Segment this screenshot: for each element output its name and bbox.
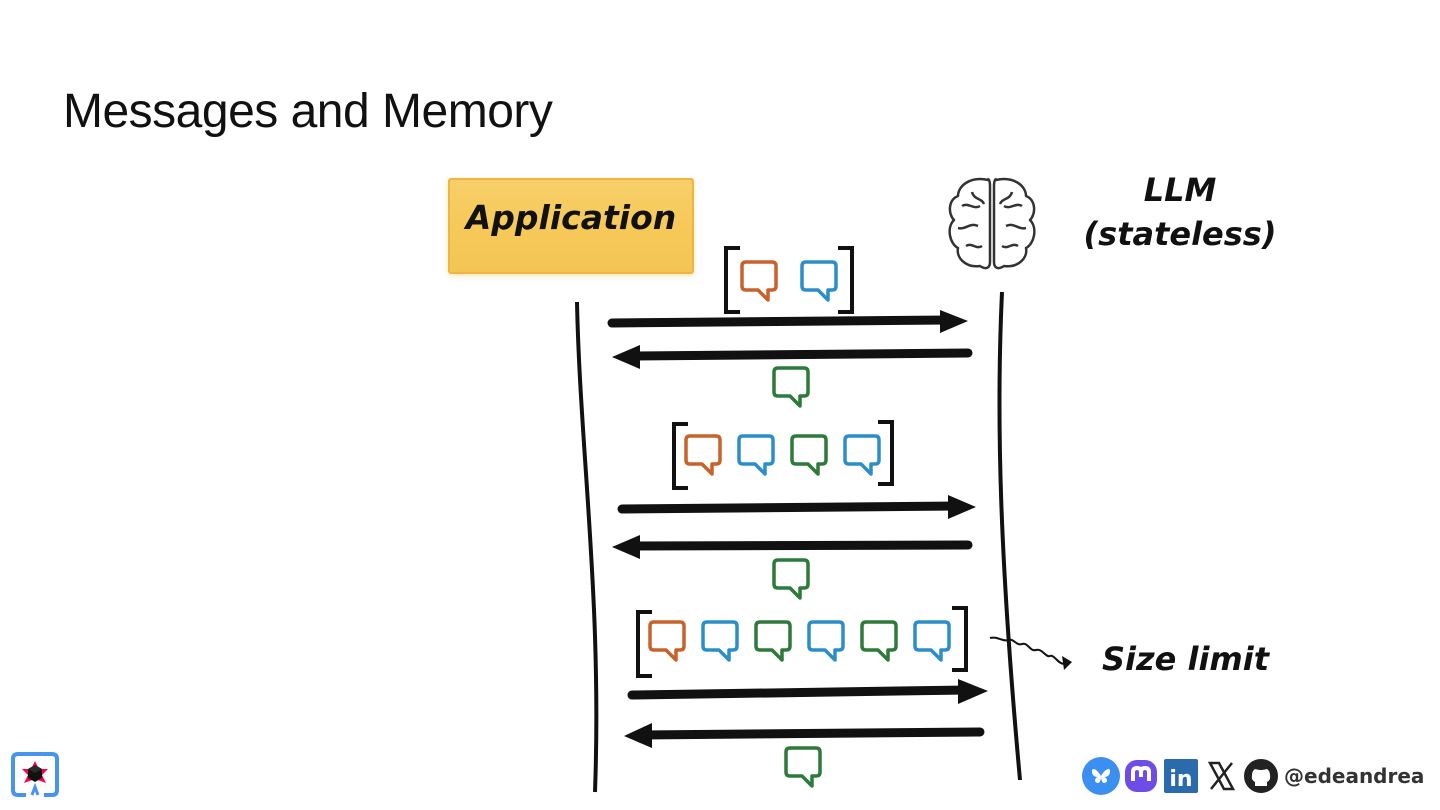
speech-bubble-icon-assistant: [754, 620, 792, 662]
speech-bubble-icon-system: [648, 620, 686, 662]
size-limit-label: Size limit: [1102, 640, 1270, 678]
arrow-left-icon: [637, 727, 985, 740]
bracket-open: [636, 610, 652, 678]
arrow-right-icon: [617, 501, 963, 514]
speech-bubble-icon-system: [740, 260, 778, 302]
arrows: [607, 310, 988, 748]
llm-lifeline: [997, 291, 1022, 781]
speech-bubble-icon-user: [913, 620, 951, 662]
application-lifeline: [575, 301, 599, 793]
application-label: Application: [465, 197, 677, 237]
llm-label: LLM (stateless): [1080, 168, 1280, 256]
arrow-right-icon: [627, 685, 973, 700]
arrowhead: [948, 495, 976, 519]
mastodon-icon[interactable]: [1122, 757, 1160, 795]
quarkus-langchain-logo-icon: [10, 751, 60, 801]
github-icon[interactable]: [1242, 757, 1280, 795]
social-links: in @edeandrea: [1082, 756, 1424, 796]
social-handle: @edeandrea: [1284, 764, 1425, 788]
speech-bubble-icon-assistant: [772, 558, 810, 600]
speech-bubble-icon-system: [684, 434, 722, 476]
squiggle-arrow-icon: [989, 636, 1065, 665]
slide-title: Messages and Memory: [63, 85, 553, 138]
arrowhead: [624, 723, 652, 748]
speech-bubble-icon-user: [737, 434, 775, 476]
squiggle-arrowhead: [1062, 656, 1072, 670]
bluesky-icon[interactable]: [1082, 757, 1120, 795]
arrow-left-icon: [625, 348, 973, 361]
brain-icon: [948, 177, 1036, 270]
linkedin-icon[interactable]: in: [1162, 757, 1200, 795]
bracket-close: [952, 606, 968, 672]
arrowhead: [958, 679, 988, 704]
bracket-open: [724, 246, 740, 314]
bracket-close: [838, 246, 854, 314]
speech-bubble-icon-assistant: [860, 620, 898, 662]
speech-bubble-icon-user: [843, 434, 881, 476]
speech-bubble-icon-assistant: [784, 746, 822, 788]
speech-bubble-icon-assistant: [790, 434, 828, 476]
arrow-left-icon: [625, 540, 973, 551]
arrow-right-icon: [607, 315, 955, 328]
llm-label-title: LLM: [1143, 171, 1217, 209]
x-icon[interactable]: [1202, 757, 1240, 795]
arrowhead: [612, 345, 640, 369]
speech-bubble-icon-user: [800, 260, 838, 302]
bracket-close: [878, 420, 894, 486]
arrowhead: [612, 535, 640, 559]
bracket-open: [672, 422, 688, 490]
message-bubbles: [648, 260, 951, 788]
brackets: [636, 246, 968, 678]
speech-bubble-icon-user: [701, 620, 739, 662]
llm-label-subtitle: (stateless): [1083, 215, 1277, 253]
svg-text:in: in: [1169, 767, 1192, 792]
application-box: Application: [448, 178, 694, 274]
arrowhead: [940, 310, 968, 333]
speech-bubble-icon-assistant: [772, 366, 810, 408]
speech-bubble-icon-user: [807, 620, 845, 662]
